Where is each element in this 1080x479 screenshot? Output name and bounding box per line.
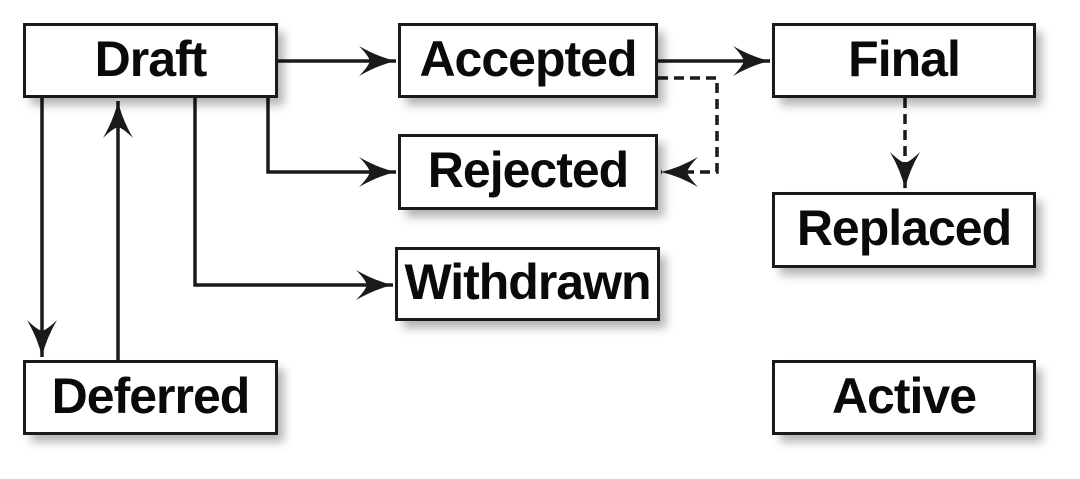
node-active: Active <box>772 360 1036 435</box>
node-deferred: Deferred <box>23 360 278 435</box>
node-replaced: Replaced <box>772 192 1036 268</box>
node-final-label: Final <box>848 30 961 87</box>
node-draft-label: Draft <box>94 30 208 87</box>
node-accepted-label: Accepted <box>419 30 637 87</box>
edge-draft-to-rejected <box>266 98 396 187</box>
node-rejected: Rejected <box>398 134 658 210</box>
node-accepted: Accepted <box>398 23 658 98</box>
node-draft: Draft <box>23 23 278 98</box>
node-final: Final <box>772 23 1036 98</box>
node-replaced-label: Replaced <box>796 200 1012 256</box>
edge-draft-to-withdrawn <box>193 98 393 300</box>
node-withdrawn-label: Withdrawn <box>404 254 651 310</box>
node-withdrawn: Withdrawn <box>395 247 660 321</box>
edge-accepted-to-rejected-dashed <box>658 76 719 187</box>
node-active-label: Active <box>831 367 977 424</box>
node-deferred-label: Deferred <box>51 367 251 424</box>
node-rejected-label: Rejected <box>427 142 629 198</box>
